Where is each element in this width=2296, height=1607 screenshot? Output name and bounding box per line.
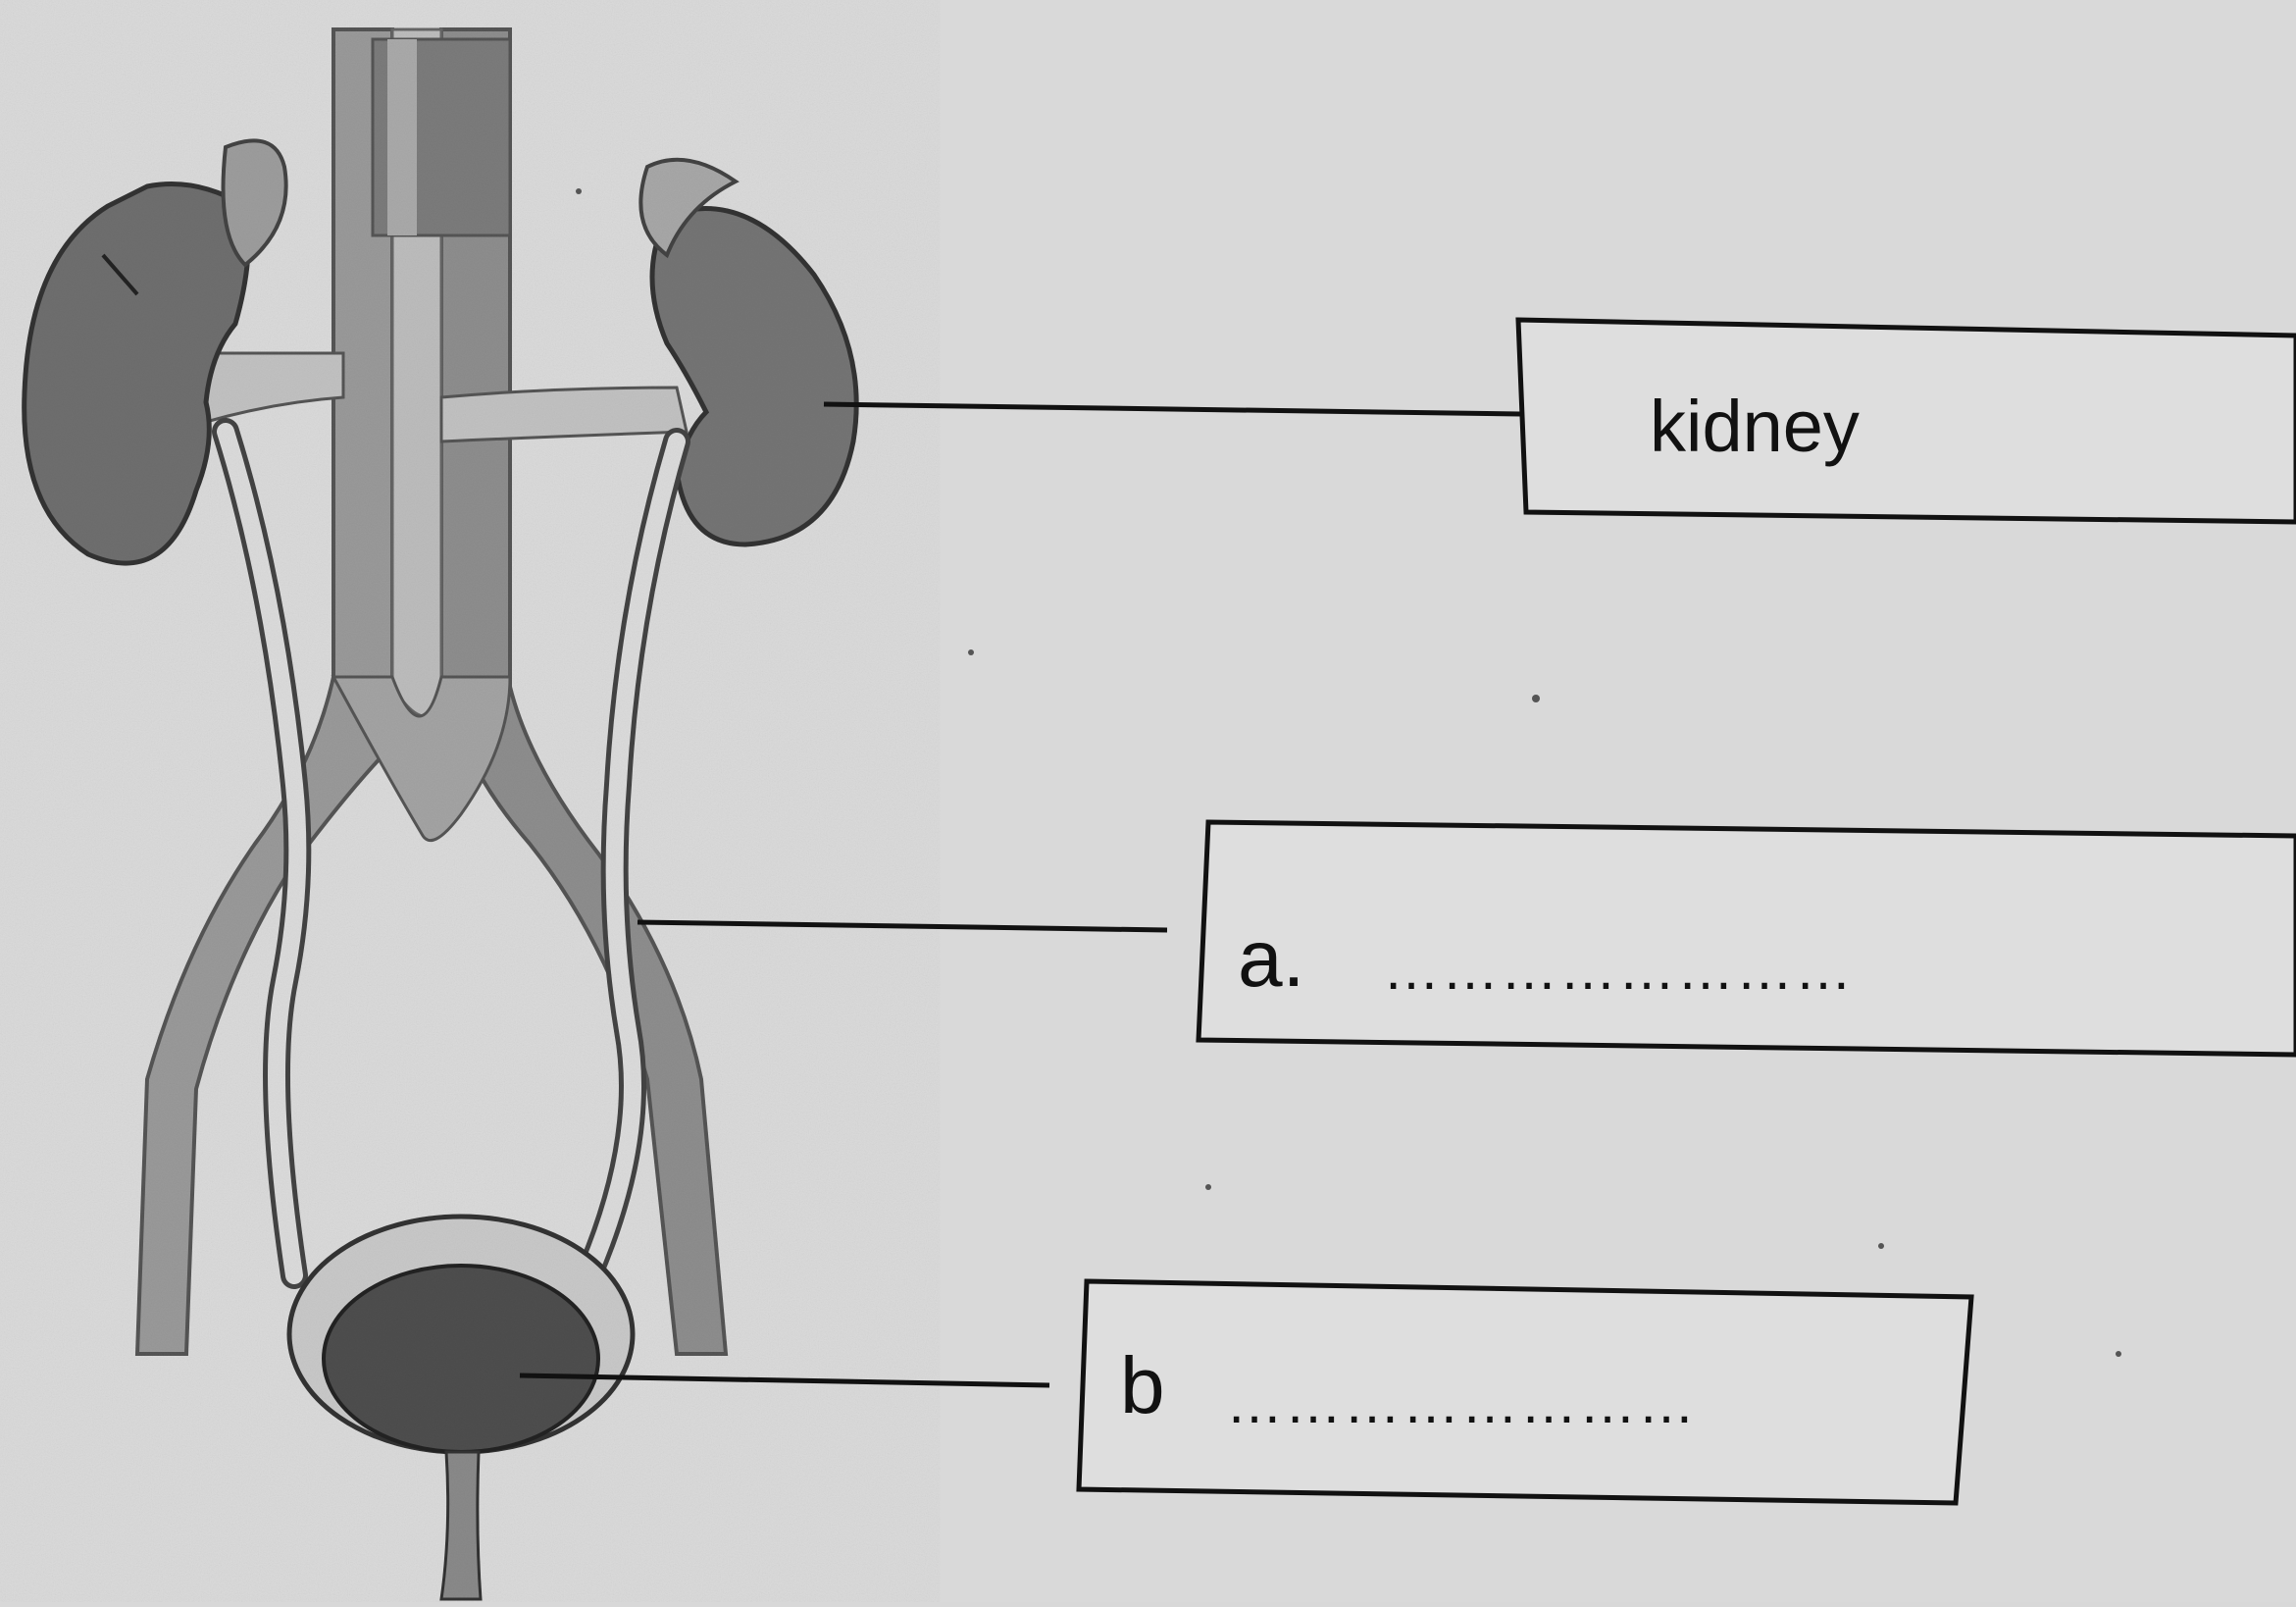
label-box-kidney: kidney xyxy=(1518,320,2296,522)
kidney-label: kidney xyxy=(1650,386,1860,467)
b-label: b xyxy=(1120,1341,1165,1430)
label-box-a: a. …………………… xyxy=(1199,822,2296,1055)
label-box-b: b …………………… xyxy=(1079,1281,1971,1503)
b-answer-blank[interactable]: …………………… xyxy=(1226,1372,1697,1435)
a-answer-blank[interactable]: …………………… xyxy=(1383,938,1854,1002)
a-label: a. xyxy=(1238,914,1304,1004)
